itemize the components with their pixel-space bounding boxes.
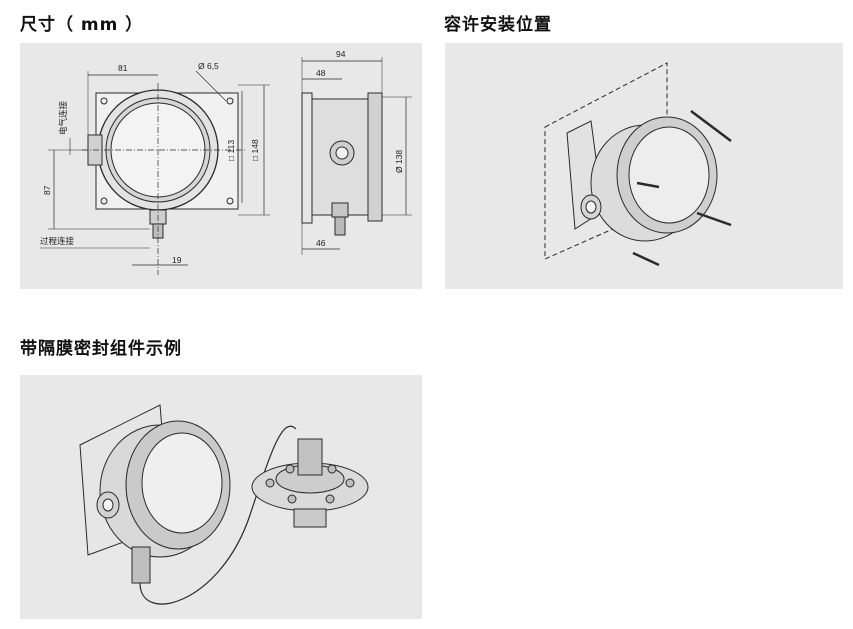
diaphragm-illustration (79, 404, 369, 605)
label-process-connection: 过程连接 (40, 236, 75, 247)
dim-48: 48 (316, 68, 326, 78)
diaphragm-seal-bottom (293, 508, 327, 528)
diaphragm-example-panel (20, 375, 422, 619)
capillary-line (139, 425, 297, 605)
mounting-wall-outline (544, 62, 668, 260)
front-bolt-hole (226, 97, 234, 105)
dim-113: □ 113 (226, 140, 236, 161)
seal-bolt (265, 478, 275, 488)
dim-phi-6-5: Ø 6,5 (198, 61, 219, 71)
example-case-window (141, 432, 223, 534)
seal-bolt (345, 478, 355, 488)
diaphragm-seal-neck (297, 438, 323, 476)
dim-148: □ 148 (250, 139, 260, 161)
dim-94: 94 (336, 49, 346, 59)
mounting-screw (696, 211, 732, 227)
side-mounting-plate (301, 92, 313, 224)
dimension-drawing-panel: 81 Ø 6,5 □ 113 □ 148 87 19 电气连接 过程连接 94 … (20, 43, 422, 289)
dimension-drawing: 81 Ø 6,5 □ 113 □ 148 87 19 电气连接 过程连接 94 … (40, 49, 412, 275)
dim-phi-138: Ø 138 (394, 150, 404, 173)
seal-bolt (325, 494, 335, 504)
dim-19: 19 (172, 255, 182, 265)
heading-dimensions: 尺寸（ mm ） (20, 15, 144, 35)
heading-mounting-positions: 容许安装位置 (444, 15, 552, 35)
mounting-positions-panel (445, 43, 843, 289)
front-bolt-hole (100, 97, 108, 105)
side-process-stem (331, 202, 349, 218)
mounting-screw (632, 251, 660, 267)
side-bezel (367, 92, 383, 222)
seal-bolt (287, 494, 297, 504)
dim-46: 46 (316, 238, 326, 248)
front-bolt-hole (226, 197, 234, 205)
mounted-case-window (628, 126, 710, 224)
dim-87: 87 (42, 185, 52, 195)
mounting-screw (636, 181, 660, 189)
example-process-stem (131, 546, 151, 584)
label-electrical-connection: 电气连接 (58, 100, 69, 135)
heading-diaphragm-example: 带隔膜密封组件示例 (20, 339, 182, 359)
front-bolt-hole (100, 197, 108, 205)
seal-bolt (285, 464, 295, 474)
dim-81: 81 (118, 63, 128, 73)
mounting-screw (690, 110, 732, 142)
seal-bolt (327, 464, 337, 474)
mounting-illustration (544, 62, 732, 267)
